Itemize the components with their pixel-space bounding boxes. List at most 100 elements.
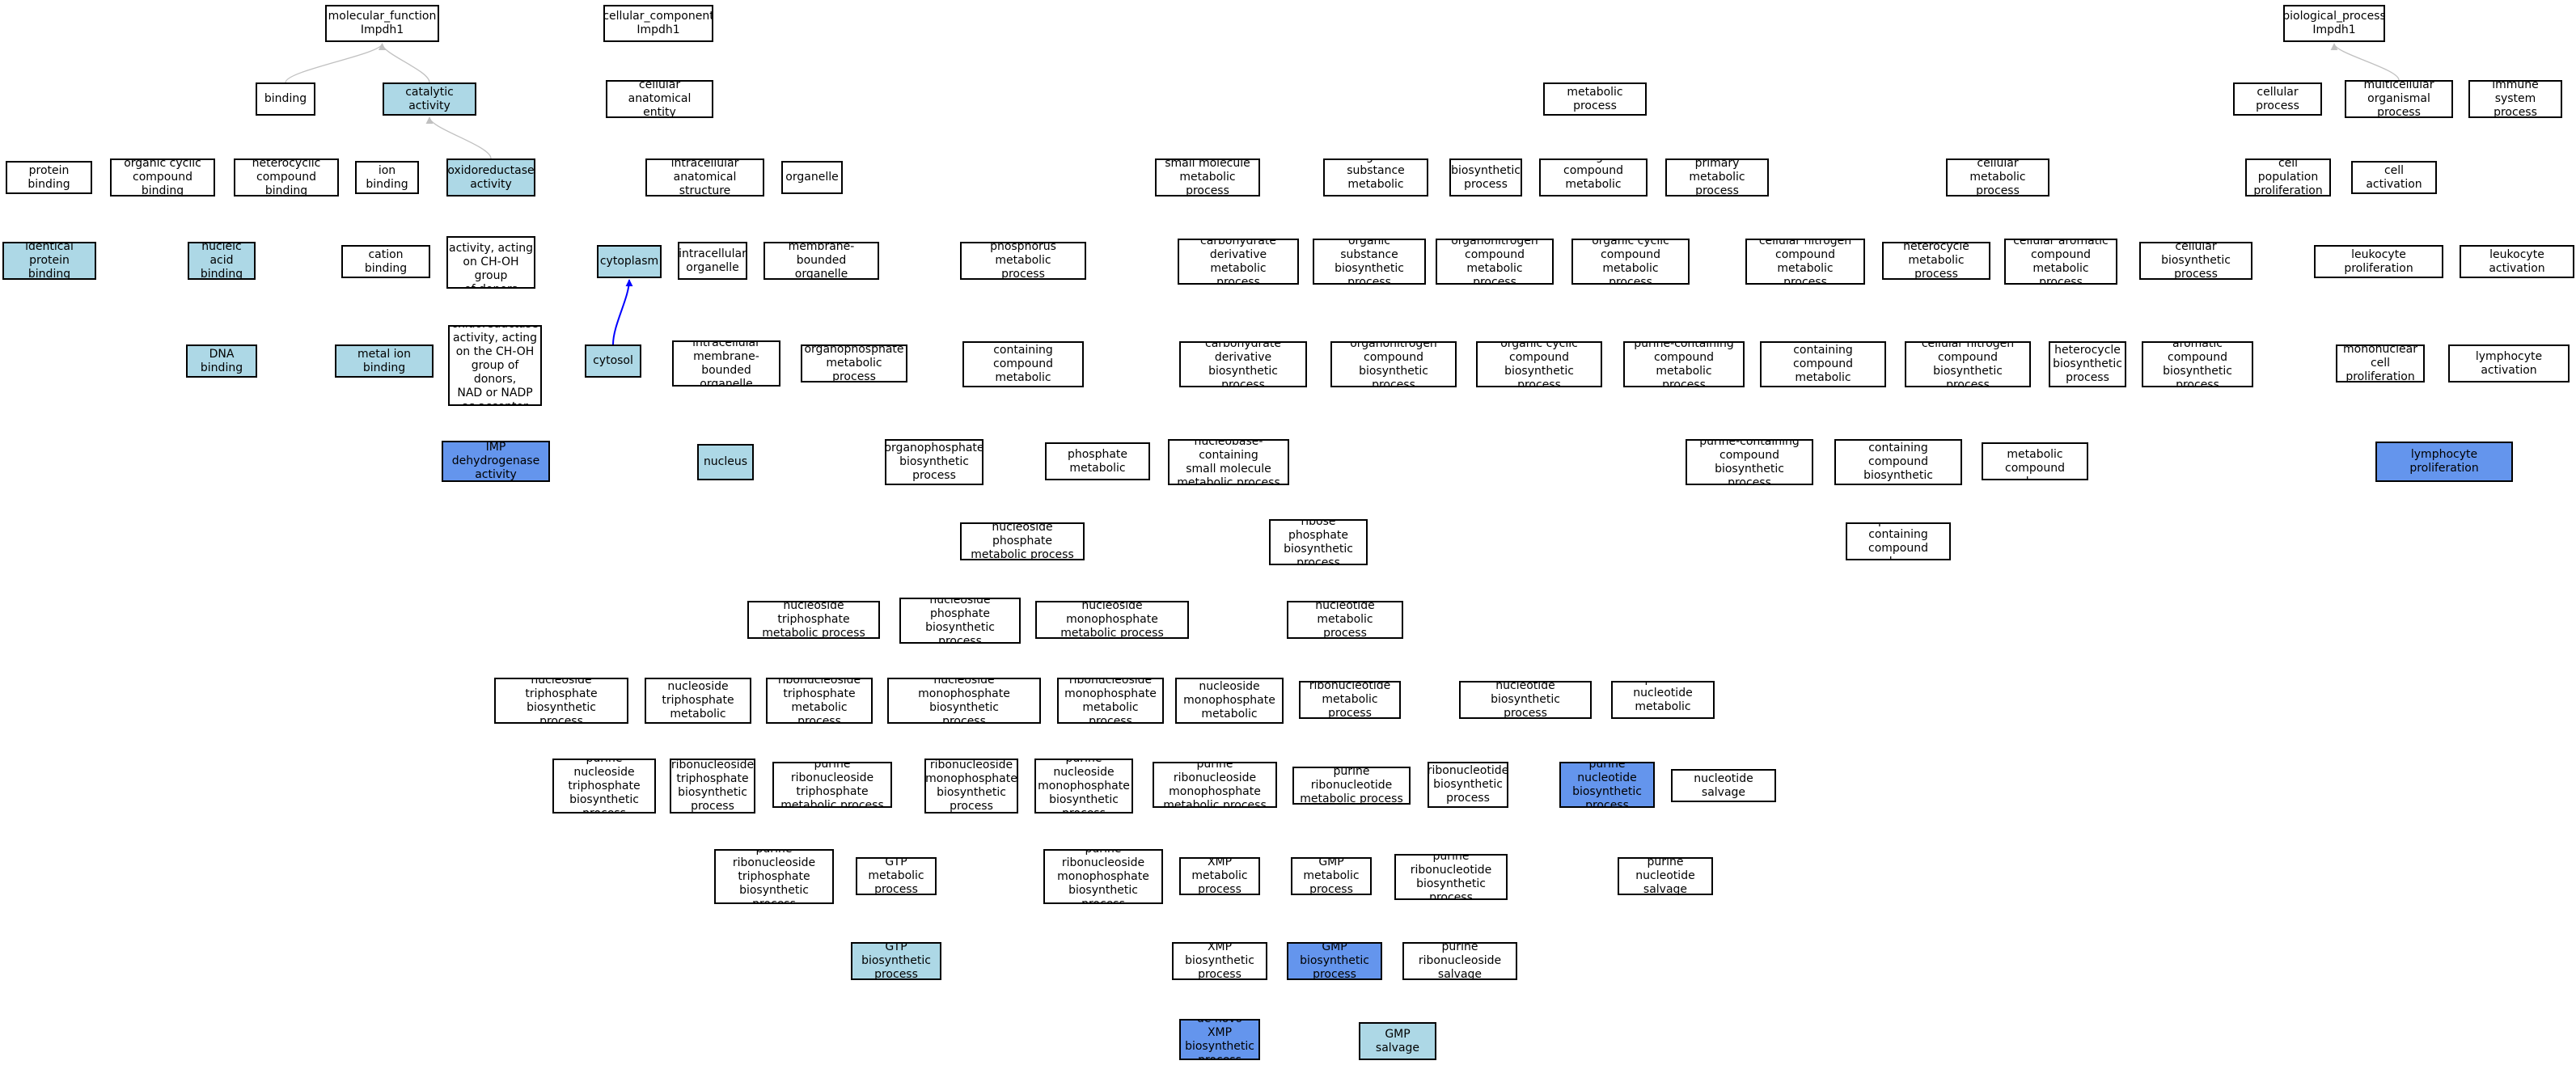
node-cell-anat-entity[interactable]: cellular anatomical entity	[606, 80, 713, 118]
node-cell-mp-salvage[interactable]: cellular metabolic compound salvage	[1982, 442, 2088, 480]
node-purine-ribonucleoside-monophosphate-mp[interactable]: purine ribonucleoside monophosphate meta…	[1153, 762, 1277, 808]
node-organophosphate-bp[interactable]: organophosphate biosynthetic process	[885, 439, 983, 485]
node-aromatic-bp[interactable]: aromatic compound biosynthetic process	[2142, 341, 2253, 387]
node-organic-cyclic-bp[interactable]: organic cyclic compound biosynthetic pro…	[1476, 341, 1602, 387]
node-xmp-bp[interactable]: XMP biosynthetic process	[1172, 942, 1267, 980]
node-ribonucleoside-triphosphate-mp[interactable]: ribonucleoside triphosphate metabolic pr…	[766, 678, 873, 724]
node-lymphocyte-prolif[interactable]: lymphocyte proliferation	[2375, 442, 2513, 482]
node-nucleoside-monophosphate-bp[interactable]: nucleoside monophosphate biosynthetic pr…	[887, 678, 1041, 724]
node-organophosphate-mp[interactable]: organophosphate metabolic process	[801, 344, 907, 382]
node-binding[interactable]: binding	[256, 82, 315, 116]
node-phosphate-cont-mp[interactable]: phosphate-containing compound metabolic …	[962, 341, 1084, 387]
node-ion-binding[interactable]: ion binding	[355, 161, 419, 194]
node-nucleoside-triphosphate-bp[interactable]: nucleoside triphosphate biosynthetic pro…	[494, 678, 628, 724]
node-phosphorus-mp[interactable]: phosphorus metabolic process	[960, 242, 1086, 280]
node-purine-ribonucleotide-mp[interactable]: purine ribonucleotide metabolic process	[1292, 767, 1411, 805]
node-purine-nucleotide-mp[interactable]: purine nucleotide metabolic process	[1611, 681, 1715, 719]
node-gmp-mp[interactable]: GMP metabolic process	[1291, 857, 1372, 895]
node-oxred-chohd[interactable]: oxidoreductase activity, acting on CH-OH…	[446, 236, 535, 289]
node-purine-nucleoside-triphosphate-bp[interactable]: purine nucleoside triphosphate biosynthe…	[552, 759, 656, 814]
node-mf[interactable]: molecular_function Impdh1	[325, 5, 439, 42]
node-intra-mb-organelle[interactable]: intracellular membrane-bounded organelle	[672, 340, 780, 387]
node-nucleobase-small-mp[interactable]: nucleobase-containing small molecule met…	[1168, 439, 1289, 485]
node-purine-nucleotide-bp[interactable]: purine nucleotide biosynthetic process	[1559, 762, 1655, 808]
node-immune-system[interactable]: immune system process	[2468, 80, 2562, 118]
node-ribose-phosphate-bp[interactable]: ribose phosphate biosynthetic process	[1269, 519, 1368, 565]
node-imp-dehydrogenase[interactable]: IMP dehydrogenase activity	[442, 441, 550, 482]
node-cellular-mp[interactable]: cellular metabolic process	[1946, 158, 2049, 197]
node-nucleus[interactable]: nucleus	[697, 444, 754, 480]
node-purine-ribonucleoside-monophosphate-bp[interactable]: purine ribonucleoside monophosphate bios…	[1043, 849, 1163, 904]
node-carb-deriv-mp[interactable]: carbohydrate derivative metabolic proces…	[1178, 239, 1299, 285]
node-small-molecule-mp[interactable]: small molecule metabolic process	[1155, 158, 1260, 197]
node-nucleoside-monophosphate-mp[interactable]: nucleoside monophosphate metabolic proce…	[1035, 601, 1189, 639]
node-ribonucleotide-bp[interactable]: ribonucleotide biosynthetic process	[1428, 762, 1508, 808]
node-dna-binding[interactable]: DNA binding	[186, 344, 257, 378]
node-nucleoside-phosphate-bp[interactable]: nucleoside phosphate biosynthetic proces…	[899, 598, 1021, 644]
node-primary-mp[interactable]: primary metabolic process	[1665, 158, 1769, 197]
node-intracellular-anat[interactable]: intracellular anatomical structure	[645, 158, 764, 197]
node-nucleotide-bp[interactable]: nucleotide biosynthetic process	[1459, 681, 1592, 719]
node-lymphocyte-activation[interactable]: lymphocyte activation	[2448, 344, 2570, 382]
node-cytosol[interactable]: cytosol	[585, 344, 641, 378]
node-purine-ribonucleoside-triphosphate-mp[interactable]: purine ribonucleoside triphosphate metab…	[772, 762, 892, 808]
node-oxred-nad[interactable]: oxidoreductase activity, acting on the C…	[448, 325, 542, 406]
node-catalytic[interactable]: catalytic activity	[383, 82, 476, 116]
node-ribonucleoside-triphosphate-bp[interactable]: ribonucleoside triphosphate biosynthetic…	[670, 759, 755, 814]
node-xmp-mp[interactable]: XMP metabolic process	[1179, 857, 1260, 895]
node-intracellular-organelle[interactable]: intracellular organelle	[678, 242, 747, 280]
node-purine-ribonucleoside-triphosphate-bp[interactable]: purine ribonucleoside triphosphate biosy…	[714, 849, 834, 904]
node-mononuclear-prolif[interactable]: mononuclear cell proliferation	[2336, 344, 2425, 382]
node-ribonucleoside-monophosphate-bp[interactable]: ribonucleoside monophosphate biosyntheti…	[924, 759, 1018, 814]
node-purine-ribonucleoside-salvage[interactable]: purine ribonucleoside salvage	[1402, 942, 1517, 980]
node-gtp-mp[interactable]: GTP metabolic process	[856, 857, 937, 895]
node-cytoplasm[interactable]: cytoplasm	[597, 245, 662, 278]
node-cellular-process[interactable]: cellular process	[2233, 82, 2322, 116]
node-organic-substance-mp[interactable]: organic substance metabolic process	[1323, 158, 1428, 197]
node-organonitrogen-mp[interactable]: organonitrogen compound metabolic proces…	[1436, 239, 1554, 285]
node-nucleotide-mp[interactable]: nucleotide metabolic process	[1287, 601, 1403, 639]
node-purine-ribonucleotide-bp[interactable]: purine ribonucleotide biosynthetic proce…	[1394, 854, 1508, 900]
node-heterocyclic-binding[interactable]: heterocyclic compound binding	[234, 158, 339, 197]
node-protein-binding[interactable]: protein binding	[6, 161, 92, 194]
node-leukocyte-activation[interactable]: leukocyte activation	[2460, 245, 2574, 278]
node-gtp-bp[interactable]: GTP biosynthetic process	[851, 942, 941, 980]
node-cell-activation[interactable]: cell activation	[2351, 161, 2437, 194]
node-heterocycle-mp[interactable]: heterocycle metabolic process	[1882, 242, 1990, 280]
node-multicellular[interactable]: multicellular organismal process	[2345, 80, 2453, 118]
node-gmp-bp[interactable]: GMP biosynthetic process	[1287, 942, 1382, 980]
node-biosynthetic-process[interactable]: biosynthetic process	[1449, 158, 1522, 197]
node-nucleic-acid-binding[interactable]: nucleic acid binding	[188, 242, 256, 280]
node-nucleoside-phosphate-mp[interactable]: nucleoside phosphate metabolic process	[960, 522, 1085, 560]
node-nucleoside-triphosphate-mp[interactable]: nucleoside triphosphate metabolic proces…	[747, 601, 880, 639]
node-organonitrogen-bp[interactable]: organonitrogen compound biosynthetic pro…	[1330, 341, 1457, 387]
node-cation-binding[interactable]: cation binding	[341, 245, 430, 278]
node-de-novo-xmp-bp[interactable]: 'de novo' XMP biosynthetic process	[1179, 1019, 1260, 1060]
node-cell-aromatic-mp[interactable]: cellular aromatic compound metabolic pro…	[2004, 239, 2117, 285]
node-cell-nitrogen-mp[interactable]: cellular nitrogen compound metabolic pro…	[1745, 239, 1865, 285]
node-carb-deriv-bp[interactable]: carbohydrate derivative biosynthetic pro…	[1179, 341, 1307, 387]
node-nitrogen-compound-mp[interactable]: nitrogen compound metabolic process	[1539, 158, 1648, 197]
node-cell-nitrogen-bp[interactable]: cellular nitrogen compound biosynthetic …	[1905, 341, 2031, 387]
node-org-sub-bp[interactable]: organic substance biosynthetic process	[1313, 239, 1426, 285]
node-ribonucleoside-monophosphate-mp[interactable]: ribonucleoside monophosphate metabolic p…	[1057, 678, 1164, 724]
node-purine-nucleoside-monophosphate-mp[interactable]: purine nucleoside monophosphate metaboli…	[1175, 678, 1284, 724]
node-purine-nucleotide-salvage[interactable]: purine nucleotide salvage	[1618, 857, 1713, 895]
node-metal-ion-binding[interactable]: metal ion binding	[335, 344, 434, 378]
node-gmp-salvage[interactable]: GMP salvage	[1359, 1022, 1436, 1060]
node-purine-cont-salvage[interactable]: purine-containing compound salvage	[1846, 522, 1951, 560]
node-membrane-bounded[interactable]: membrane-bounded organelle	[763, 242, 879, 280]
node-oxidoreductase[interactable]: oxidoreductase activity	[446, 158, 535, 197]
node-organelle[interactable]: organelle	[781, 161, 843, 194]
node-ribonucleotide-mp[interactable]: ribonucleotide metabolic process	[1299, 681, 1401, 719]
node-nucleotide-salvage[interactable]: nucleotide salvage	[1671, 769, 1776, 802]
node-heterocycle-bp[interactable]: heterocycle biosynthetic process	[2049, 341, 2126, 387]
node-organic-cyclic-mp[interactable]: organic cyclic compound metabolic proces…	[1571, 239, 1690, 285]
node-cell-bp[interactable]: cellular biosynthetic process	[2139, 242, 2252, 280]
node-purine-cont-bp[interactable]: purine-containing compound biosynthetic …	[1686, 439, 1813, 485]
node-purine-nucleoside-monophosphate-bp[interactable]: purine nucleoside monophosphate biosynth…	[1034, 759, 1133, 814]
node-purine-cont-mp[interactable]: purine-containing compound metabolic pro…	[1623, 341, 1745, 387]
node-ribose-phosphate-mp[interactable]: ribose phosphate metabolic process	[1045, 442, 1150, 480]
node-leukocyte-prolif[interactable]: leukocyte proliferation	[2314, 245, 2443, 278]
node-identical-protein-binding[interactable]: identical protein binding	[2, 242, 96, 280]
